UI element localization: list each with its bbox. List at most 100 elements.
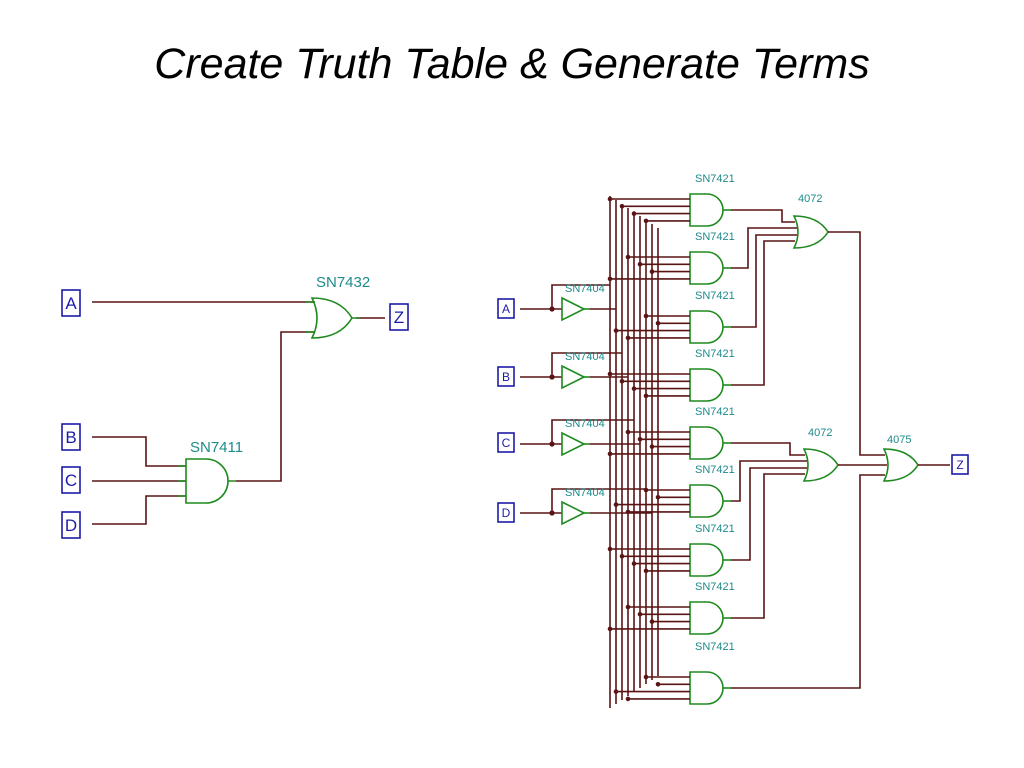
svg-text:A: A [502,302,510,316]
svg-text:Z: Z [956,458,963,472]
junction-dot [613,328,619,333]
and-gate-label: SN7421 [695,641,735,653]
inverter-gate [561,364,586,390]
or-gate-4072-bottom [802,448,839,482]
and9-to-final-wire [731,474,885,689]
junction-dot [643,313,649,319]
and-gate-sn7421 [689,193,724,227]
and-gate-label: SN7421 [695,464,735,476]
junction-dot [631,561,637,566]
junction-dot [549,510,555,516]
inverter-label: SN7404 [565,418,605,430]
left-input-d: D [61,511,81,539]
junction-dot [637,612,643,617]
junction-dot [619,554,625,559]
or-gate-sn7432 [310,297,353,339]
and-gate-sn7421 [689,601,724,635]
and-gate-label: SN7421 [695,173,735,185]
inverter-label: SN7404 [565,487,605,499]
junction-dot [643,393,649,399]
or-gate-label: SN7432 [316,274,370,291]
wire-and-to-or [236,331,314,482]
junction-dot [625,429,631,435]
and-gate-label: SN7421 [695,523,735,535]
or-gate-pins [306,301,360,333]
junction-dot [549,306,555,312]
inverter-label: SN7404 [565,283,605,295]
right-output-z: Z [951,454,969,475]
junction-dot [607,371,613,377]
and-gate-label: SN7421 [695,290,735,302]
or-gate-4075 [882,448,919,482]
and-gate-label: SN7421 [695,406,735,418]
inverter-gate [561,296,586,322]
left-input-b: B [61,423,81,451]
and-to-or-wire [731,209,795,223]
right-input-c: C [497,432,515,453]
junction-dot [655,682,661,687]
or-gate-label-bottom: 4072 [808,427,832,439]
and-to-or-wire [731,234,797,328]
junction-dot [549,374,555,380]
and-gate-label: SN7421 [695,581,735,593]
inverter-gate [561,500,586,526]
and-to-or-wire [731,442,805,456]
junction-dot [625,254,631,260]
junction-dot [631,386,637,391]
junction-dot [607,196,613,202]
svg-text:Z: Z [394,308,404,327]
junction-dot [619,204,625,209]
wire-b-to-and [92,436,186,467]
and-gate-sn7421 [689,671,724,705]
junction-dot [607,276,613,282]
junction-dot [625,335,631,341]
svg-text:D: D [502,506,511,520]
and-gate-sn7421 [689,484,724,518]
and-gate-label: SN7421 [695,348,735,360]
wire-d-to-and [92,495,186,525]
junction-dot [631,211,637,216]
slide-title: Create Truth Table & Generate Terms [154,40,870,88]
junction-dot [649,619,655,624]
junction-dot [613,689,619,694]
junction-dot [637,437,643,442]
junction-dot [607,451,613,457]
final-or-gate-label: 4075 [887,434,911,446]
junction-dot [655,321,661,326]
junction-dot [643,674,649,680]
input-branch-wire [551,488,646,513]
junction-dot [607,626,613,632]
junction-dot [613,502,619,507]
left-input-c: C [61,466,81,494]
svg-text:D: D [65,516,77,535]
junction-dot [625,604,631,610]
inverter-label: SN7404 [565,351,605,363]
junction-dot [625,509,631,515]
junction-dot [655,495,661,500]
and-to-or-wire [731,240,795,386]
junction-dot [549,441,555,447]
junction-dot [643,568,649,574]
junction-dot [643,487,649,493]
left-input-a: A [61,289,81,317]
right-input-a: A [497,298,515,319]
left-circuit: SN7411 SN7432 A B C D Z [61,274,409,539]
junction-dot [649,269,655,274]
and-gate-sn7421 [689,426,724,460]
inverter-gate [561,431,586,457]
and-gate-label: SN7421 [695,231,735,243]
input-branch-wire [551,352,622,377]
right-input-b: B [497,366,515,387]
junction-dot [607,546,613,552]
junction-dot [643,218,649,224]
junction-dot [625,696,631,702]
junction-dot [619,379,625,384]
input-branch-wire [551,419,634,444]
svg-text:C: C [65,471,77,490]
and-gate-pins [178,465,236,497]
or-top-to-final-wire [828,231,885,456]
svg-text:C: C [502,436,511,450]
and-to-or-wire [731,227,797,269]
or-gate-4072-top [792,215,829,249]
